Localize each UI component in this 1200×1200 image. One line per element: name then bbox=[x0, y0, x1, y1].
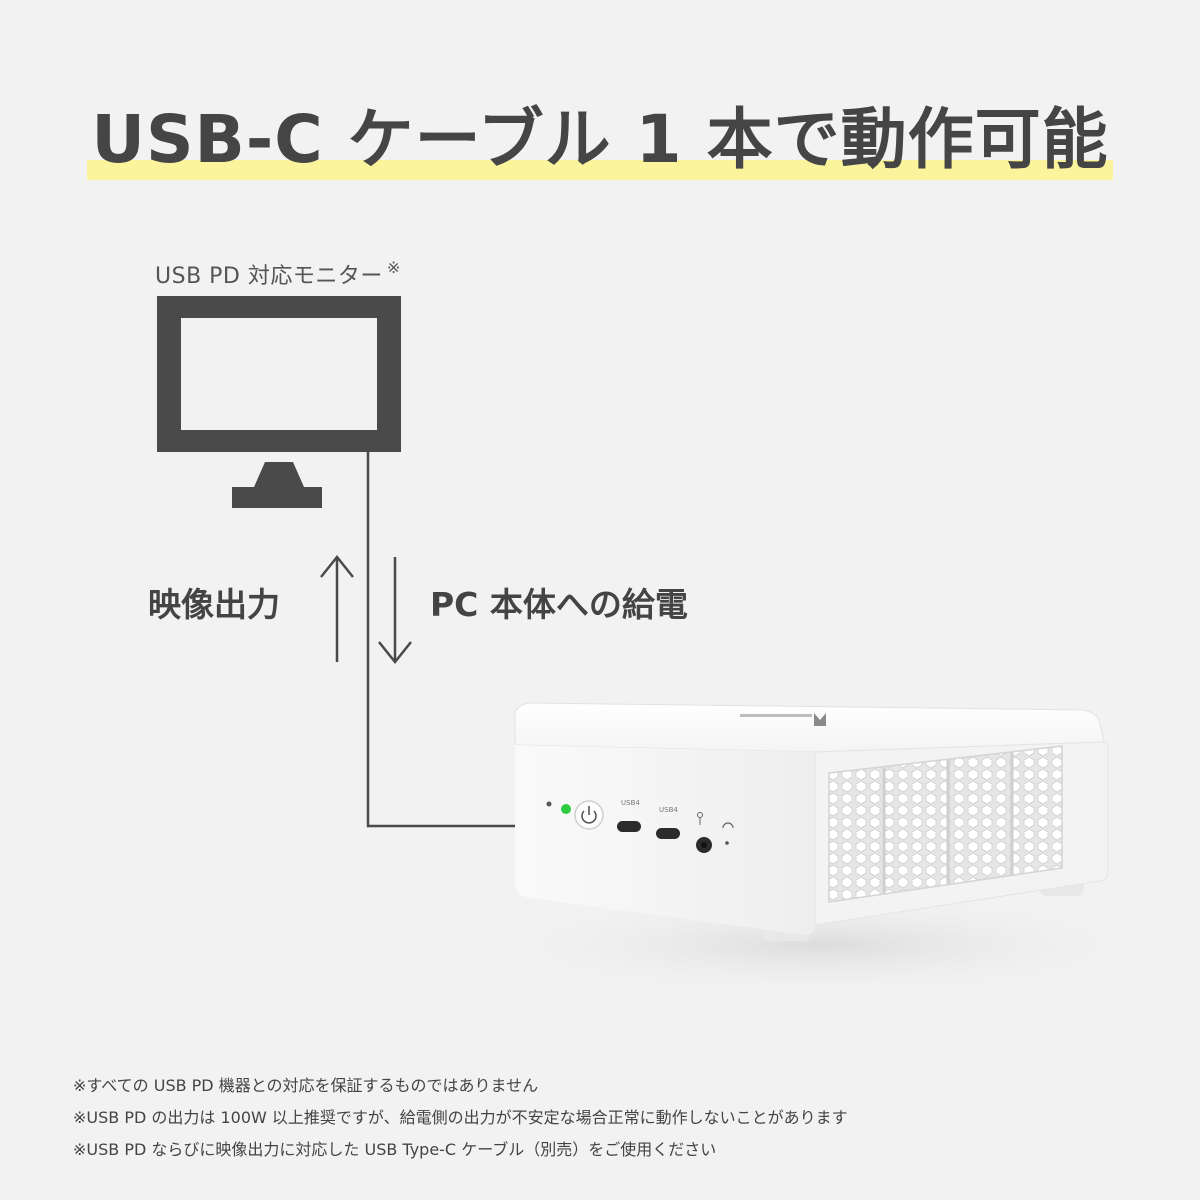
connection-diagram: USB4 USB4 bbox=[157, 296, 1180, 1000]
monitor-label-mark: ※ bbox=[386, 258, 401, 277]
footnote-3: ※USB PD ならびに映像出力に対応した USB Type-C ケーブル（別売… bbox=[73, 1140, 717, 1159]
title-text-wrap: USB-C ケーブル 1 本で動作可能 bbox=[87, 86, 1113, 182]
brand-logo-icon bbox=[740, 713, 826, 726]
monitor-icon bbox=[157, 296, 401, 508]
page-title: USB-C ケーブル 1 本で動作可能 bbox=[0, 86, 1200, 182]
title-text: USB-C ケーブル 1 本で動作可能 bbox=[91, 101, 1109, 178]
usb-c-port-1-icon bbox=[617, 821, 641, 832]
footnotes: ※すべての USB PD 機器との対応を保証するものではありません ※USB P… bbox=[73, 1070, 848, 1166]
power-supply-label: PC 本体への給電 bbox=[430, 585, 688, 624]
monitor-label: USB PD 対応モニター※ bbox=[155, 258, 401, 290]
port-label-1: USB4 bbox=[621, 799, 640, 807]
arrow-up-icon bbox=[320, 554, 354, 662]
power-button-icon bbox=[574, 800, 604, 830]
usb-c-port-2-icon bbox=[656, 828, 680, 839]
port-label-2: USB4 bbox=[659, 806, 678, 814]
arrow-down-icon bbox=[378, 557, 412, 665]
mini-pc-image: USB4 USB4 bbox=[460, 702, 1180, 1000]
footnote-1: ※すべての USB PD 機器との対応を保証するものではありません bbox=[73, 1076, 539, 1095]
monitor-label-text: USB PD 対応モニター bbox=[155, 264, 383, 289]
video-output-label: 映像出力 bbox=[148, 585, 280, 624]
audio-jack-icon bbox=[696, 812, 712, 853]
headphone-icon bbox=[722, 822, 734, 845]
footnote-2: ※USB PD の出力は 100W 以上推奨ですが、給電側の出力が不安定な場合正… bbox=[73, 1108, 848, 1127]
